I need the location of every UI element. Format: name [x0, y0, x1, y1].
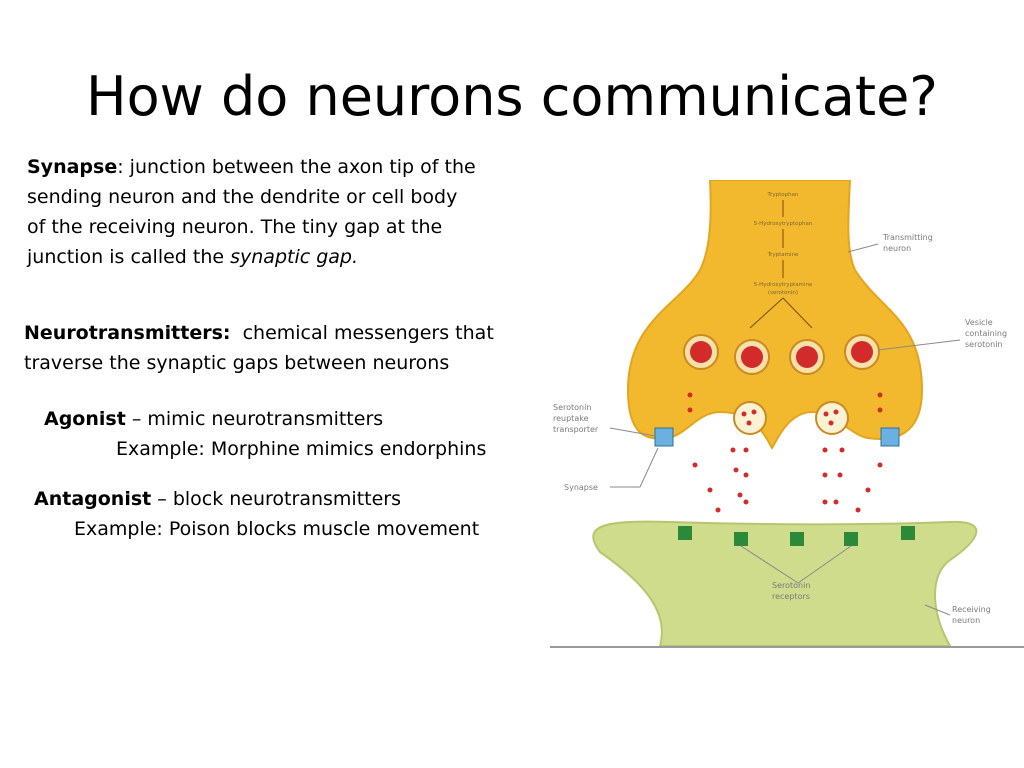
- label-receptors-2: receptors: [772, 592, 810, 601]
- label-reuptake: Serotonin: [553, 403, 591, 412]
- agonist-example: Example: Morphine mimics endorphins: [116, 438, 487, 460]
- synapse-line-1: : junction between the axon tip of the: [117, 156, 476, 178]
- label-vesicle: Vesicle: [965, 318, 993, 327]
- neurotransmitters-line-1: chemical messengers that: [230, 322, 494, 344]
- synapse-definition: Synapse: junction between the axon tip o…: [27, 152, 527, 272]
- pathway-step-3: Tryptamine: [767, 252, 799, 258]
- pathway-step-5: (serotonin): [768, 290, 798, 296]
- synapse-line-2: sending neuron and the dendrite or cell …: [27, 186, 458, 208]
- label-reuptake-2: reuptake: [553, 414, 589, 423]
- label-lines: [609, 243, 961, 616]
- neurotransmitters-term: Neurotransmitters:: [24, 322, 231, 344]
- synapse-diagram: Tryptophan 5-Hydroxytryptophan Tryptamin…: [550, 180, 1024, 648]
- serotonin-receptors: [678, 526, 915, 546]
- reuptake-transporters: [654, 427, 900, 447]
- synapse-term: Synapse: [27, 156, 118, 178]
- pathway-step-2: 5-Hydroxytryptophan: [754, 221, 813, 227]
- vesicles: [683, 334, 880, 435]
- antagonist-desc: – block neurotransmitters: [151, 488, 401, 510]
- neurotransmitters-definition: Neurotransmitters: chemical messengers t…: [24, 318, 534, 378]
- label-reuptake-3: transporter: [553, 425, 599, 434]
- label-transmitting-neuron: Transmitting: [882, 233, 933, 242]
- neurotransmitters-line-2: traverse the synaptic gaps between neuro…: [24, 352, 450, 374]
- label-vesicle-2: containing: [965, 329, 1007, 338]
- label-receptors: Serotonin: [772, 581, 810, 590]
- synaptic-gap-term: synaptic gap.: [230, 246, 359, 268]
- pathway-step-1: Tryptophan: [767, 192, 799, 198]
- antagonist-example: Example: Poison blocks muscle movement: [74, 518, 480, 540]
- label-receiving-neuron: Receiving: [952, 605, 991, 614]
- page-title: How do neurons communicate?: [86, 65, 938, 128]
- pathway-step-4: 5-Hydroxytryptamine: [754, 282, 813, 288]
- synapse-line-3: of the receiving neuron. The tiny gap at…: [27, 216, 443, 238]
- neurotransmitter-dots: [687, 392, 883, 513]
- agonist-term: Agonist: [44, 408, 126, 430]
- serotonin-pathway: Tryptophan 5-Hydroxytryptophan Tryptamin…: [749, 192, 813, 329]
- synapse-line-4: junction is called the: [27, 246, 231, 268]
- synapse-illustration: Tryptophan 5-Hydroxytryptophan Tryptamin…: [553, 180, 1007, 646]
- label-receiving-neuron-2: neuron: [952, 616, 980, 625]
- label-synapse: Synapse: [564, 483, 598, 492]
- label-vesicle-3: serotonin: [965, 340, 1003, 349]
- transmitting-neuron-shape: [626, 180, 924, 450]
- agonist-definition: Agonist – mimic neurotransmitters Exampl…: [44, 404, 544, 464]
- agonist-desc: – mimic neurotransmitters: [125, 408, 384, 430]
- label-transmitting-neuron-2: neuron: [883, 244, 911, 253]
- antagonist-definition: Antagonist – block neurotransmitters Exa…: [34, 484, 534, 544]
- antagonist-term: Antagonist: [34, 488, 152, 510]
- receiving-neuron-shape: [592, 520, 978, 646]
